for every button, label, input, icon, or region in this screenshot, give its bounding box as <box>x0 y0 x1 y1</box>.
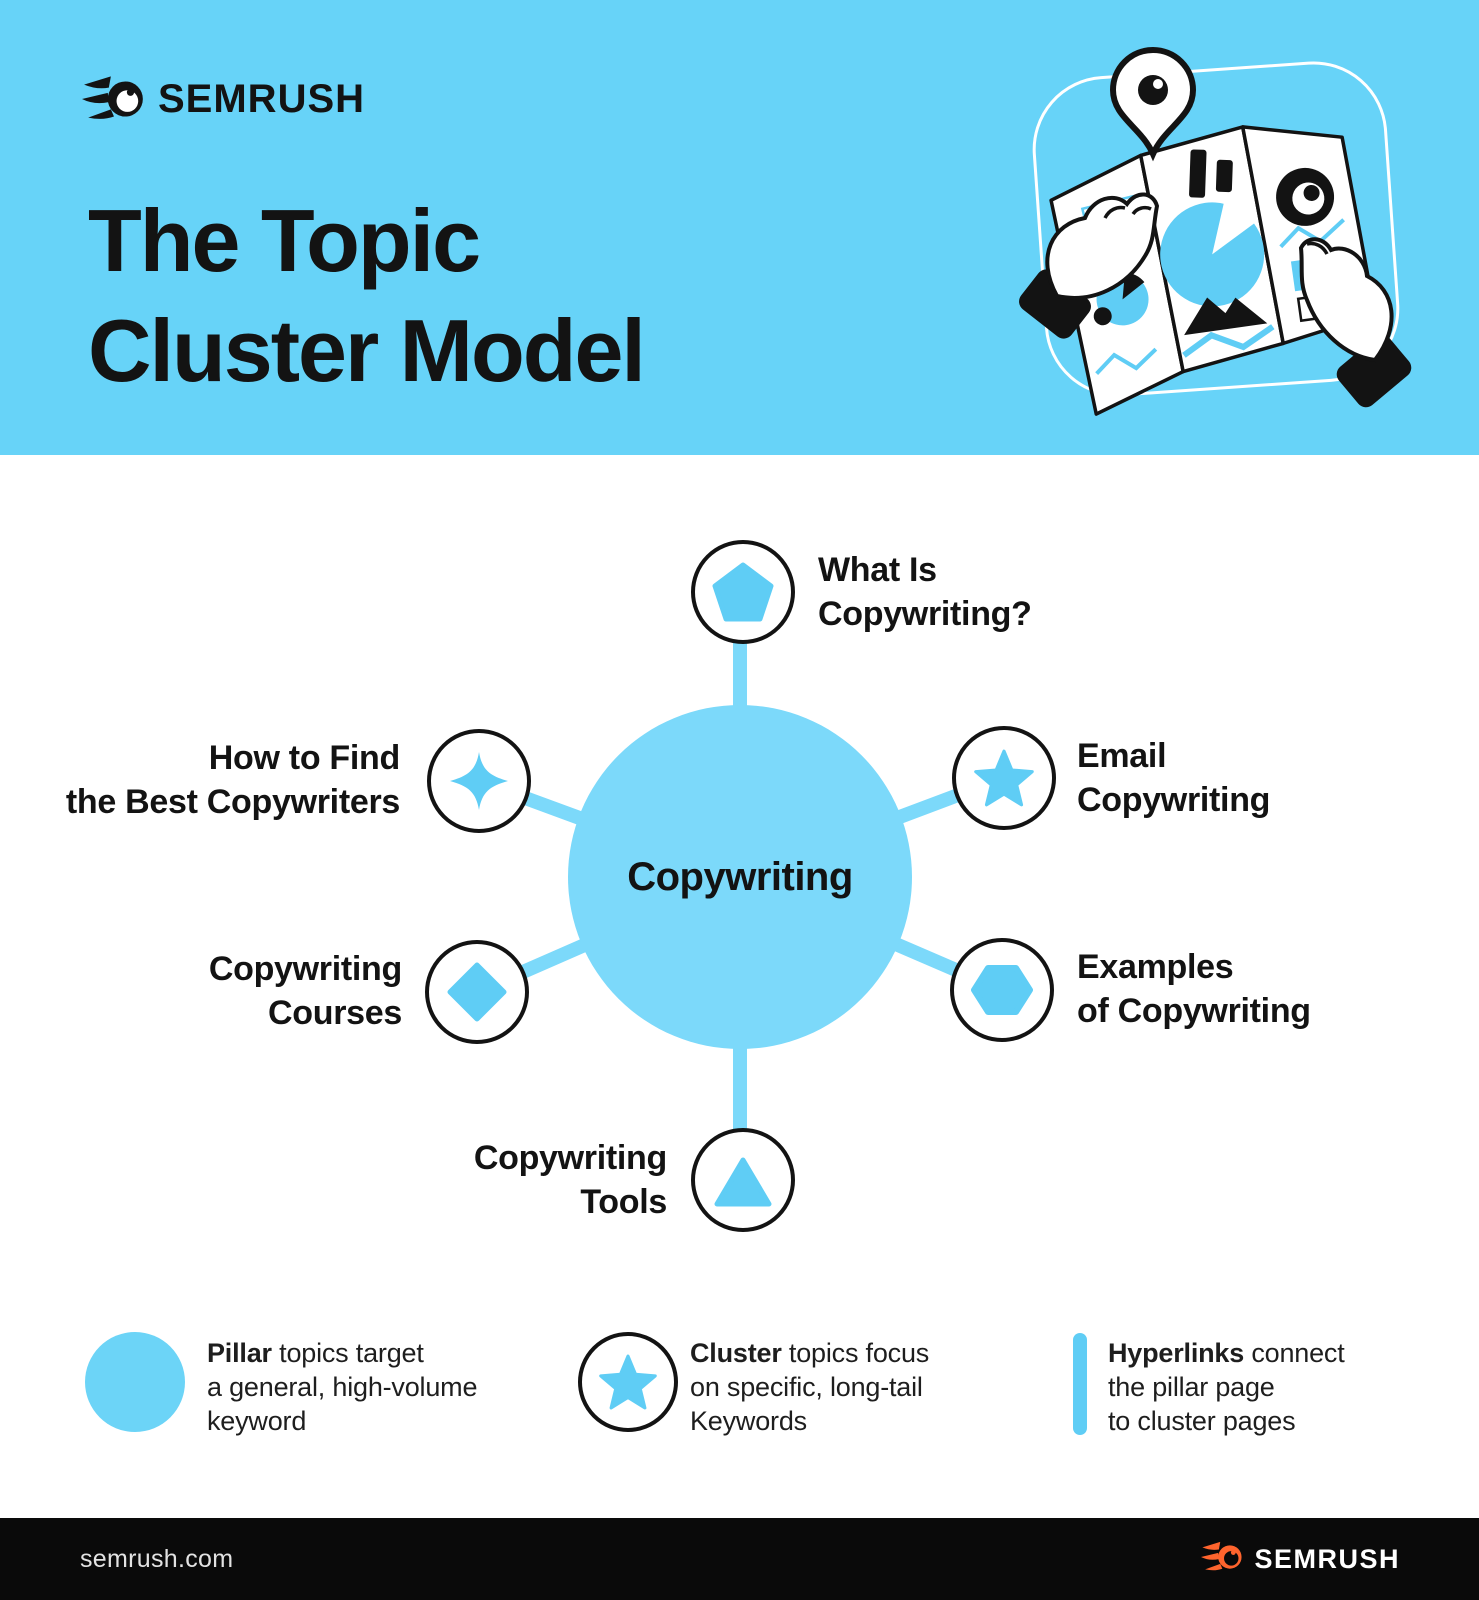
semrush-comet-icon <box>82 72 148 126</box>
node-email-copywriting <box>952 726 1056 830</box>
map-in-hands-illustration <box>1005 38 1435 433</box>
node-copywriting-courses <box>425 940 529 1044</box>
node-label-what-is-copywriting: What Is Copywriting? <box>818 551 1032 633</box>
node-label-examples-of-copywriting: Examples of Copywriting <box>1077 948 1311 1030</box>
node-label-copywriting-tools: Copywriting Tools <box>473 1139 667 1221</box>
footer-semrush-comet-icon <box>1201 1539 1245 1580</box>
page-title-line2: Cluster Model <box>88 301 646 400</box>
footer-website: semrush.com <box>80 1544 234 1573</box>
legend-text-hyperlinks: Hyperlinks connect the pillar page to cl… <box>1108 1338 1345 1436</box>
node-how-to-find-best-copywriters <box>427 729 531 833</box>
legend-text-pillar: Pillar topics target a general, high-vol… <box>207 1338 478 1436</box>
footer-semrush-logo-text: SEMRUSH <box>1254 1543 1400 1574</box>
frame-outline <box>1032 61 1400 397</box>
header-band: SEMRUSH The Topic Cluster Model <box>0 0 1479 455</box>
hexagon-icon <box>970 962 1034 1018</box>
cluster-star-icon <box>578 1332 678 1432</box>
hub-circle: Copywriting <box>568 705 912 1049</box>
node-label-how-to-find-best-copywriters: How to Find the Best Copywriters <box>65 739 400 821</box>
pillar-circle-icon <box>85 1332 185 1432</box>
left-hand <box>1019 192 1160 339</box>
semrush-logo: SEMRUSH <box>82 72 365 126</box>
sparkle-icon <box>448 750 510 812</box>
diamond-icon <box>447 962 507 1022</box>
footer-bar: semrush.com SEMRUSH <box>0 1518 1479 1600</box>
node-examples-of-copywriting <box>950 938 1054 1042</box>
node-copywriting-tools <box>691 1128 795 1232</box>
footer-semrush-logo: SEMRUSH <box>1201 1539 1400 1580</box>
page-title: The Topic Cluster Model <box>88 186 646 406</box>
node-label-email-copywriting: Email Copywriting <box>1077 737 1271 819</box>
right-hand <box>1298 237 1412 408</box>
star-icon <box>974 749 1034 807</box>
node-what-is-copywriting <box>691 540 795 644</box>
hub-label: Copywriting <box>627 854 853 899</box>
hyperlink-line-icon <box>1073 1333 1087 1435</box>
semrush-logo-text: SEMRUSH <box>158 76 366 121</box>
triangle-icon <box>713 1152 773 1208</box>
node-label-copywriting-courses: Copywriting Courses <box>208 950 402 1032</box>
pentagon-icon <box>711 561 775 623</box>
page-title-line1: The Topic <box>88 191 481 290</box>
legend-text-cluster: Cluster topics focus on specific, long-t… <box>690 1338 930 1436</box>
